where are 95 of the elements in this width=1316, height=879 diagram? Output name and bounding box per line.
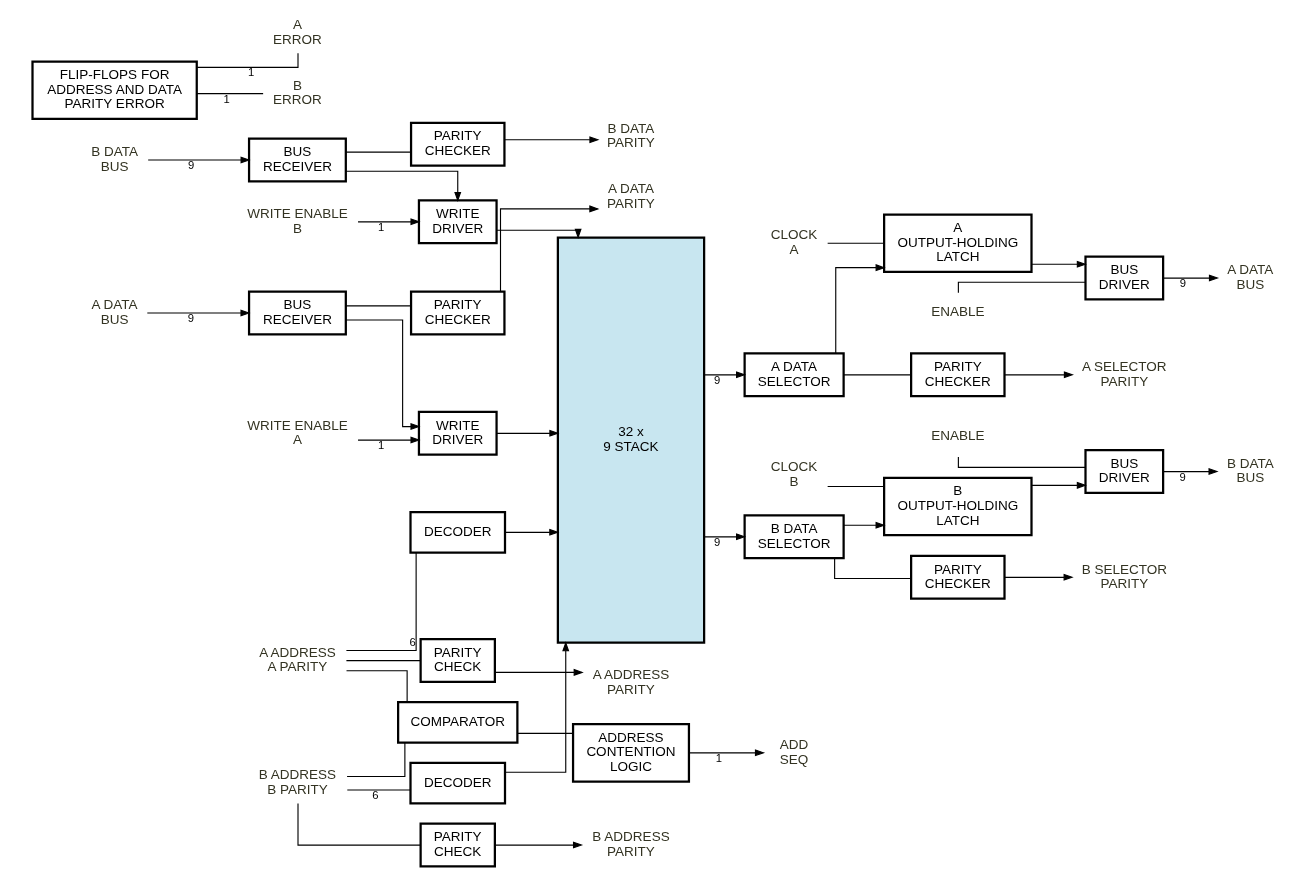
node-text: A ADDRESS A PARITY: [259, 644, 336, 675]
edge-label: 1: [378, 220, 385, 233]
arrow: [835, 264, 886, 354]
node-box: PARITY CHECKER: [409, 290, 506, 336]
connector: [843, 374, 912, 376]
node-text: B ERROR: [273, 77, 322, 108]
node-box: PARITY CHECK: [419, 822, 496, 868]
connector: [345, 305, 412, 307]
edge-label: 9: [187, 311, 194, 324]
edge-label: 6: [409, 635, 416, 648]
node-text: B ADDRESS PARITY: [592, 829, 670, 859]
connector: [346, 742, 406, 777]
node-box: PARITY CHECKER: [409, 121, 506, 167]
node-text: ENABLE: [931, 304, 985, 320]
connector: [345, 670, 408, 703]
connector: [834, 558, 912, 579]
edge-label: 6: [372, 788, 379, 801]
edge-label: 1: [248, 66, 255, 79]
node-box: PARITY CHECKER: [910, 352, 1006, 398]
node-text: B DATA BUS: [91, 144, 139, 174]
connector: [346, 789, 411, 791]
arrow: [147, 156, 251, 164]
node-text: ADD SEQ: [779, 736, 809, 767]
connector: [345, 552, 417, 651]
node-box: WRITE DRIVER: [417, 410, 498, 456]
node-text: B DATA PARITY: [607, 120, 655, 151]
connector: [345, 151, 412, 153]
node-box: BUS RECEIVER: [247, 137, 347, 183]
arrow: [688, 749, 766, 757]
edge-label: 9: [1179, 277, 1187, 290]
arrow: [1004, 573, 1074, 581]
node-box: B OUTPUT-HOLDING LATCH: [883, 476, 1033, 537]
node-text: B DATA BUS: [1226, 455, 1274, 486]
node-box: DECODER: [409, 761, 507, 805]
node-box: PARITY CHECK: [419, 638, 496, 684]
node-text: CLOCK B: [770, 459, 818, 489]
node-box: A DATA SELECTOR: [743, 352, 845, 398]
node-text: B ADDRESS B PARITY: [258, 767, 337, 797]
node-box: BUS DRIVER: [1084, 449, 1165, 495]
node-text: B SELECTOR PARITY: [1081, 561, 1167, 592]
node-box: DECODER: [409, 510, 507, 554]
arrow: [1031, 260, 1087, 268]
edge-label: 1: [223, 92, 230, 105]
arrow: [504, 136, 600, 144]
connector: [196, 93, 264, 95]
arrow: [1031, 481, 1087, 489]
node-box: WRITE DRIVER: [417, 199, 498, 245]
arrow: [494, 668, 584, 676]
arrow: [1162, 274, 1220, 282]
arrow: [345, 319, 421, 431]
node-box: 32 x 9 STACK: [556, 236, 706, 644]
node-text: WRITE ENABLE B: [247, 205, 348, 236]
node-box: BUS DRIVER: [1084, 255, 1165, 301]
node-box: BUS RECEIVER: [247, 290, 347, 336]
connector: [297, 802, 421, 846]
node-text: A DATA PARITY: [607, 181, 655, 211]
arrow: [494, 841, 584, 849]
arrow: [496, 228, 582, 239]
node-text: A DATA BUS: [91, 297, 138, 327]
node-text: A ADDRESS PARITY: [592, 667, 670, 697]
arrow: [504, 641, 570, 773]
node-box: B DATA SELECTOR: [743, 514, 845, 560]
arrow: [345, 170, 462, 203]
arrow: [504, 528, 560, 536]
node-box: PARITY CHECKER: [910, 554, 1006, 600]
edge-label: 1: [378, 439, 385, 452]
arrow: [146, 309, 251, 317]
arrow: [357, 218, 421, 226]
node-text: A ERROR: [273, 16, 322, 47]
edge-label: 9: [714, 373, 721, 386]
connector: [827, 485, 885, 488]
node-box: COMPARATOR: [397, 701, 519, 744]
edge-label: 1: [715, 751, 722, 764]
edge-label: 9: [714, 535, 721, 548]
arrow: [496, 429, 560, 437]
node-text: A DATA BUS: [1227, 262, 1274, 292]
arrow: [843, 521, 886, 529]
arrow: [1004, 371, 1074, 379]
node-text: A SELECTOR PARITY: [1082, 358, 1167, 389]
arrow: [1162, 468, 1219, 476]
arrow: [703, 533, 747, 541]
node-text: WRITE ENABLE A: [247, 417, 348, 448]
node-text: CLOCK A: [770, 227, 818, 257]
node-box: FLIP-FLOPS FOR ADDRESS AND DATA PARITY ERROR: [31, 60, 198, 120]
arrow: [499, 205, 600, 292]
node-text: ENABLE: [931, 428, 985, 444]
connector: [517, 732, 574, 734]
connector: [345, 660, 421, 662]
connector: [827, 242, 885, 244]
node-box: ADDRESS CONTENTION LOGIC: [571, 723, 691, 783]
edge-label: 9: [188, 158, 195, 171]
edge-label: 9: [1179, 470, 1186, 483]
arrow: [357, 436, 421, 444]
node-box: A OUTPUT-HOLDING LATCH: [883, 213, 1033, 273]
arrow: [703, 371, 747, 379]
